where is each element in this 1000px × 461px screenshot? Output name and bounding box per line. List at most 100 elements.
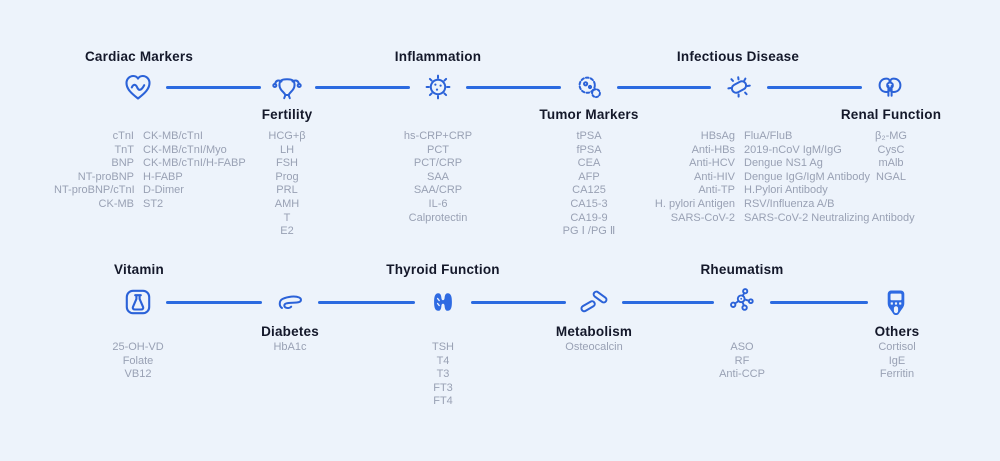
connector-line — [617, 85, 711, 89]
marker-list-fertility: HCG+β LH FSH Prog PRL AMH T E2 — [268, 130, 305, 239]
pancreas-icon — [272, 284, 308, 320]
category-title-infectious-disease: Infectious Disease — [676, 49, 800, 64]
marker-item: Anti-HBs — [691, 143, 735, 156]
marker-item: ASO — [730, 341, 754, 353]
marker-item: RF — [734, 354, 750, 367]
category-title-thyroid-function: Thyroid Function — [386, 262, 500, 277]
marker-item: H. pylori Antigen — [654, 197, 735, 210]
marker-item: hs-CRP+CRP — [403, 130, 473, 142]
flask-icon — [120, 284, 156, 320]
marker-item: Anti-HCV — [689, 157, 735, 170]
category-title-renal-function: Renal Function — [840, 107, 942, 122]
marker-item: PRL — [276, 184, 298, 197]
connector-line — [166, 85, 261, 89]
marker-list-metabolism: Osteocalcin — [565, 341, 622, 355]
marker-item: Anti-CCP — [719, 368, 765, 381]
connector-line — [318, 300, 415, 304]
marker-item: mAlb — [878, 157, 904, 170]
marker-item: fPSA — [576, 143, 602, 156]
marker-item: CK-MB — [98, 197, 134, 210]
marker-item: RSV/Influenza A/B — [744, 197, 835, 210]
category-title-fertility: Fertility — [261, 107, 313, 122]
marker-item: CK-MB/cTnI — [143, 130, 203, 142]
marker-item: FluA/FluB — [744, 130, 793, 142]
marker-item: HBsAg — [700, 130, 735, 142]
marker-list-others: Cortisol IgE Ferritin — [878, 341, 915, 382]
marker-item: Prog — [275, 170, 299, 183]
marker-item: SAA — [426, 170, 449, 183]
category-title-inflammation: Inflammation — [394, 49, 482, 64]
connector-line — [767, 85, 862, 89]
kidneys-icon — [872, 69, 908, 105]
virus-icon — [420, 69, 456, 105]
marker-item: H.Pylori Antibody — [744, 184, 828, 197]
thyroid-icon — [425, 284, 461, 320]
connector-line — [770, 300, 868, 304]
marker-item: SARS-CoV-2 Neutralizing Antibody — [744, 211, 915, 224]
marker-list-thyroid-function: TSH T4 T3 FT3 FT4 — [432, 341, 454, 409]
analyzer-device-icon — [878, 284, 914, 320]
marker-item: CEA — [577, 157, 601, 170]
marker-item: H-FABP — [143, 170, 183, 183]
marker-item: E2 — [280, 225, 294, 238]
marker-item: cTnI — [112, 130, 134, 142]
marker-item: Ferritin — [879, 368, 915, 381]
tumor-cell-icon — [571, 69, 607, 105]
category-title-diabetes: Diabetes — [261, 324, 319, 339]
marker-list-infectious-disease: HBsAg Anti-HBs Anti-HCV Anti-HIV Anti-TP… — [645, 130, 915, 225]
marker-list-renal-function: β₂-MG CysC mAlb NGAL — [875, 130, 907, 184]
marker-item: CK-MB/cTnI/H-FABP — [143, 157, 246, 170]
marker-item: Calprotectin — [408, 211, 468, 224]
marker-item: FT3 — [433, 381, 453, 394]
marker-item: NGAL — [876, 170, 906, 183]
connector-line — [471, 300, 566, 304]
marker-item: PG Ⅰ /PG Ⅱ — [562, 225, 616, 238]
bone-joint-icon — [576, 284, 612, 320]
marker-item: AFP — [578, 170, 600, 183]
connector-line — [622, 300, 714, 304]
marker-item: IL-6 — [428, 197, 448, 210]
marker-list-inflammation: hs-CRP+CRP PCT PCT/CRP SAA SAA/CRP IL-6 … — [404, 130, 472, 225]
marker-item: Anti-HIV — [694, 170, 735, 183]
connector-line — [466, 85, 561, 89]
marker-item: Folate — [122, 354, 154, 367]
category-title-tumor-markers: Tumor Markers — [539, 107, 639, 122]
marker-list-rheumatism: ASO RF Anti-CCP — [719, 341, 765, 382]
marker-item: T — [283, 211, 291, 224]
marker-item: TSH — [432, 341, 454, 353]
uterus-icon — [269, 69, 305, 105]
marker-item: SAA/CRP — [413, 184, 463, 197]
marker-item: T4 — [436, 354, 450, 367]
marker-item: Osteocalcin — [565, 341, 623, 353]
marker-item: tPSA — [576, 130, 602, 142]
marker-item: T3 — [436, 368, 450, 381]
marker-item: 25-OH-VD — [112, 341, 164, 353]
marker-item: ST2 — [143, 197, 164, 210]
marker-item: SARS-CoV-2 — [670, 211, 735, 224]
marker-item: PCT/CRP — [413, 157, 463, 170]
molecule-icon — [724, 284, 760, 320]
marker-item: FSH — [275, 157, 298, 170]
category-title-metabolism: Metabolism — [555, 324, 633, 339]
heart-pulse-icon — [120, 69, 156, 105]
category-title-others: Others — [874, 324, 920, 339]
marker-item: IgE — [888, 354, 906, 367]
marker-item: NT-proBNP/cTnI — [54, 184, 135, 197]
marker-item: NT-proBNP — [77, 170, 134, 183]
marker-item: 2019-nCoV IgM/IgG — [744, 143, 842, 156]
bacteria-icon — [721, 69, 757, 105]
marker-item: CA125 — [572, 184, 606, 197]
marker-item: HCG+β — [268, 130, 306, 142]
marker-item: HbA1c — [273, 341, 307, 353]
marker-item: CK-MB/cTnI/Myo — [143, 143, 227, 156]
category-title-cardiac-markers: Cardiac Markers — [84, 49, 194, 64]
marker-item: CA15-3 — [570, 197, 608, 210]
marker-item: Anti-TP — [698, 184, 735, 197]
marker-item: D-Dimer — [143, 184, 184, 197]
marker-item: TnT — [114, 143, 134, 156]
marker-item: PCT — [427, 143, 449, 156]
marker-item: AMH — [274, 197, 300, 210]
marker-item: CysC — [877, 143, 905, 156]
marker-item: β₂-MG — [875, 130, 907, 142]
